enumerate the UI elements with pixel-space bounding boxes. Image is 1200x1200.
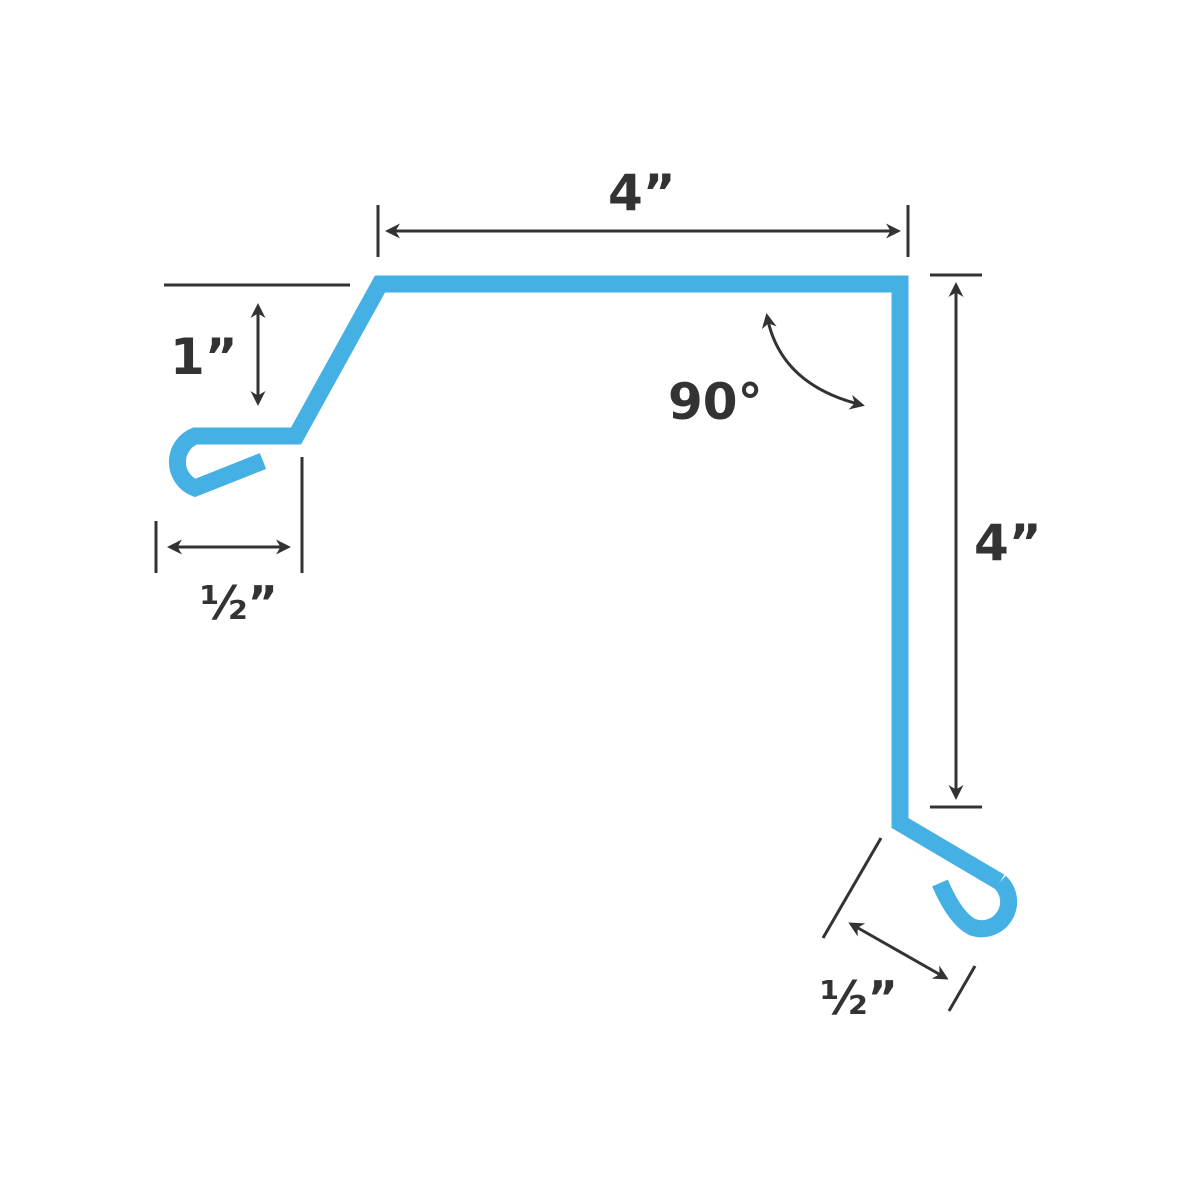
left-rise-label: 1” — [170, 328, 238, 386]
right-hem-label: ½” — [820, 971, 898, 1025]
right-hem-extension-right — [947, 965, 977, 1012]
right-hem-arrow — [848, 922, 949, 980]
angle-arc-arrow — [761, 313, 865, 410]
top-width-label: 4” — [608, 164, 676, 222]
right-hem-extension-left — [821, 837, 883, 939]
angle-label: 90° — [668, 373, 763, 431]
profile-body — [168, 275, 1005, 890]
right-hem-loop — [932, 875, 1018, 938]
metal-profile — [168, 275, 1018, 938]
left-hem-label: ½” — [200, 576, 278, 630]
dimension-lines — [154, 205, 982, 1012]
right-height-label: 4” — [974, 514, 1042, 572]
